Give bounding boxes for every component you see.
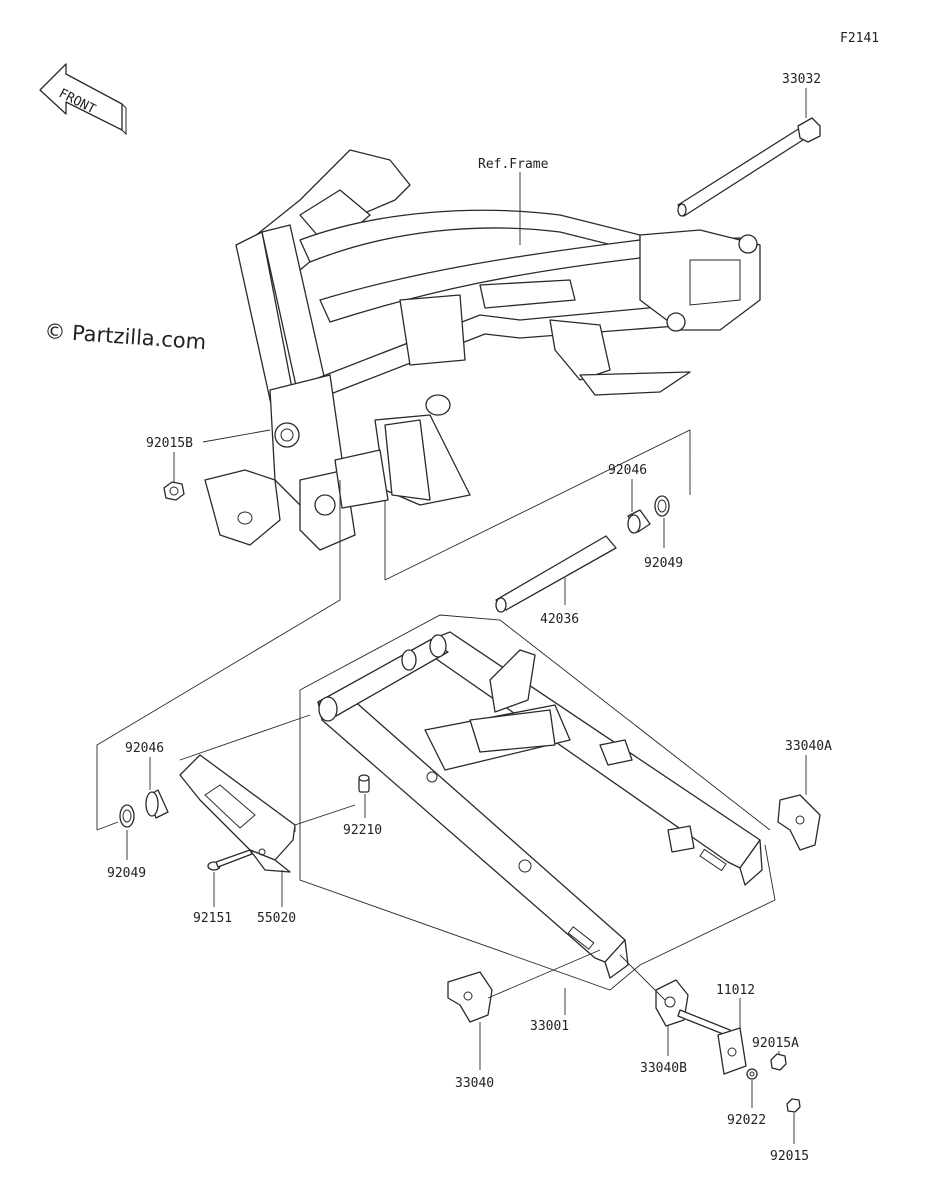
part-label-92049-top: 92049 (644, 556, 683, 571)
part-label-33040b: 33040B (640, 1061, 687, 1076)
bearing-92046-top (627, 509, 651, 534)
chain-guard-55020 (179, 754, 296, 873)
part-label-92015b: 92015B (146, 436, 193, 451)
part-label-92015a: 92015A (752, 1036, 799, 1051)
part-label-33032: 33032 (782, 72, 821, 87)
bolt-92151 (207, 849, 253, 871)
collar-42036 (495, 535, 617, 613)
diagram-code: F2141 (840, 31, 879, 46)
pivot-bolt-33032 (677, 117, 821, 217)
part-label-92022: 92022 (727, 1113, 766, 1128)
part-label-11012: 11012 (716, 983, 755, 998)
part-label-92046-left: 92046 (125, 741, 164, 756)
ref-frame-label: Ref.Frame (478, 157, 549, 172)
seal-92049-left (119, 804, 135, 828)
chain-adjuster-33040 (447, 971, 493, 1023)
adjusting-bolt-11012 (677, 1009, 747, 1075)
part-label-92015: 92015 (770, 1149, 809, 1164)
watermark: © Partzilla.com (44, 319, 207, 354)
part-label-92210: 92210 (343, 823, 382, 838)
nut-92015a (770, 1053, 787, 1071)
frame-drawing (204, 149, 761, 551)
front-arrow-icon: FRONT (39, 63, 127, 136)
part-label-92151: 92151 (193, 911, 232, 926)
part-label-33001: 33001 (530, 1019, 569, 1034)
washer-92022 (746, 1068, 758, 1080)
nut-92015b (163, 481, 185, 501)
part-label-33040: 33040 (455, 1076, 494, 1091)
chain-adjuster-33040b (655, 979, 689, 1027)
grease-fitting-92210 (358, 774, 370, 793)
part-label-33040a: 33040A (785, 739, 832, 754)
bearing-92046-left (145, 789, 169, 819)
part-label-92046-top: 92046 (608, 463, 647, 478)
chain-adjuster-33040a (777, 794, 821, 851)
part-label-92049-left: 92049 (107, 866, 146, 881)
seal-92049-top (654, 495, 670, 517)
part-label-42036: 42036 (540, 612, 579, 627)
part-label-55020: 55020 (257, 911, 296, 926)
nut-92015 (786, 1098, 801, 1113)
swingarm-33001 (317, 631, 763, 979)
